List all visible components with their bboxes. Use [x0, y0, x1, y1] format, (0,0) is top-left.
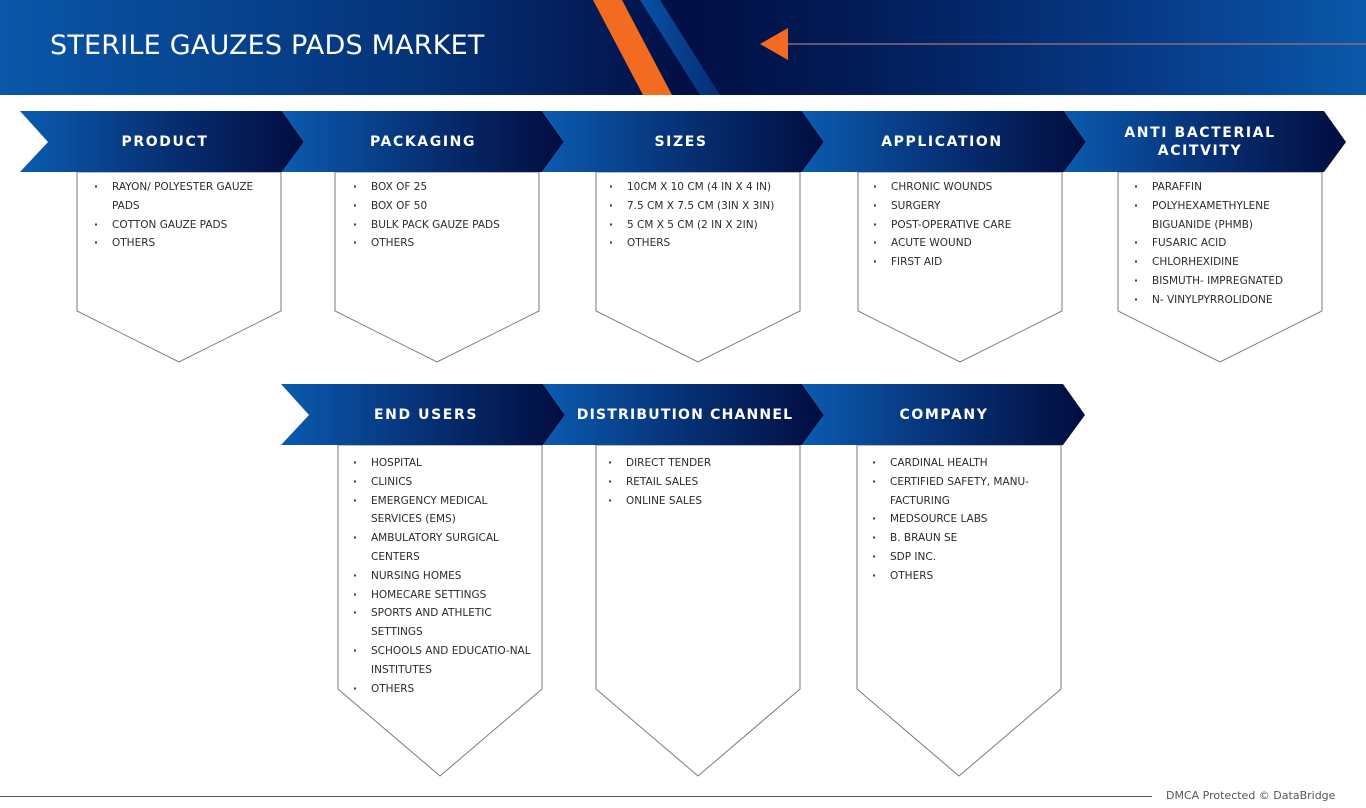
chevron-row-2	[281, 384, 1085, 445]
list-item: 7.5 CM X 7.5 CM (3IN X 3IN)	[609, 197, 799, 216]
list-item: N- VINYLPYRROLIDONE	[1134, 291, 1320, 310]
list-item: MEDSOURCE LABS	[872, 510, 1058, 529]
segment-list-end-users: HOSPITAL CLINICS EMERGENCY MEDICAL SERVI…	[353, 454, 539, 698]
page-title: STERILE GAUZES PADS MARKET	[50, 30, 485, 61]
list-item: CLINICS	[353, 473, 539, 492]
segment-list-company: CARDINAL HEALTH CERTIFIED SAFETY, MANU-F…	[872, 454, 1058, 586]
list-item: BISMUTH- IMPREGNATED	[1134, 272, 1320, 291]
segment-list-anti-bacterial: PARAFFIN POLYHEXAMETHYLENE BIGUANIDE (PH…	[1134, 178, 1320, 310]
segment-title-end-users: END USERS	[373, 407, 479, 423]
list-item: DIRECT TENDER	[608, 454, 794, 473]
list-item: CHLORHEXIDINE	[1134, 253, 1320, 272]
banner-decoration	[593, 0, 1366, 95]
list-item: SDP INC.	[872, 548, 1058, 567]
segment-title-sizes: SIZES	[654, 134, 708, 150]
list-item: ACUTE WOUND	[873, 234, 1059, 253]
segment-title-packaging: PACKAGING	[369, 134, 477, 150]
segment-list-distribution-channel: DIRECT TENDER RETAIL SALES ONLINE SALES	[608, 454, 794, 510]
list-item: 10CM X 10 CM (4 IN X 4 IN)	[609, 178, 799, 197]
list-item: SURGERY	[873, 197, 1059, 216]
list-item: HOSPITAL	[353, 454, 539, 473]
list-item: ONLINE SALES	[608, 492, 794, 511]
list-item: SCHOOLS AND EDUCATIO-NAL INSTITUTES	[353, 642, 539, 680]
footer-divider	[0, 796, 1152, 797]
list-item: PARAFFIN	[1134, 178, 1320, 197]
list-item: FUSARIC ACID	[1134, 234, 1320, 253]
list-item: NURSING HOMES	[353, 567, 539, 586]
list-item: BOX OF 25	[353, 178, 539, 197]
list-item: BOX OF 50	[353, 197, 539, 216]
segment-list-packaging: BOX OF 25 BOX OF 50 BULK PACK GAUZE PADS…	[353, 178, 539, 253]
header-banner: STERILE GAUZES PADS MARKET	[0, 0, 1366, 95]
list-item: BULK PACK GAUZE PADS	[353, 216, 539, 235]
orange-stripe	[593, 0, 672, 95]
arrow-left-icon	[760, 28, 788, 60]
list-item: SPORTS AND ATHLETIC SETTINGS	[353, 604, 539, 642]
list-item: COTTON GAUZE PADS	[94, 216, 274, 235]
list-item: FIRST AID	[873, 253, 1059, 272]
list-item: OTHERS	[353, 680, 539, 699]
list-item: RAYON/ POLYESTER GAUZE PADS	[94, 178, 274, 216]
copyright-notice: DMCA Protected © DataBridge	[1166, 789, 1336, 802]
segment-title-application: APPLICATION	[881, 134, 1003, 150]
list-item: POLYHEXAMETHYLENE BIGUANIDE (PHMB)	[1134, 197, 1320, 235]
list-item: EMERGENCY MEDICAL SERVICES (EMS)	[353, 492, 539, 530]
segment-list-sizes: 10CM X 10 CM (4 IN X 4 IN) 7.5 CM X 7.5 …	[609, 178, 799, 253]
list-item: POST-OPERATIVE CARE	[873, 216, 1059, 235]
list-item: AMBULATORY SURGICAL CENTERS	[353, 529, 539, 567]
chevron-row-1	[20, 111, 1346, 172]
list-item: B. BRAUN SE	[872, 529, 1058, 548]
list-item: CERTIFIED SAFETY, MANU-FACTURING	[872, 473, 1058, 511]
list-item: CARDINAL HEALTH	[872, 454, 1058, 473]
segment-title-product: PRODUCT	[121, 134, 209, 150]
list-item: OTHERS	[94, 234, 274, 253]
segment-list-product: RAYON/ POLYESTER GAUZE PADS COTTON GAUZE…	[94, 178, 274, 253]
segment-title-anti-bacterial: ANTI BACTERIAL ACITVITY	[1124, 125, 1276, 159]
segment-title-company: COMPANY	[899, 407, 989, 423]
list-item: HOMECARE SETTINGS	[353, 586, 539, 605]
segment-list-application: CHRONIC WOUNDS SURGERY POST-OPERATIVE CA…	[873, 178, 1059, 272]
list-item: OTHERS	[353, 234, 539, 253]
list-item: OTHERS	[872, 567, 1058, 586]
segment-title-distribution-channel: DISTRIBUTION CHANNEL	[576, 407, 794, 423]
list-item: CHRONIC WOUNDS	[873, 178, 1059, 197]
list-item: OTHERS	[609, 234, 799, 253]
list-item: RETAIL SALES	[608, 473, 794, 492]
list-item: 5 CM X 5 CM (2 IN X 2IN)	[609, 216, 799, 235]
